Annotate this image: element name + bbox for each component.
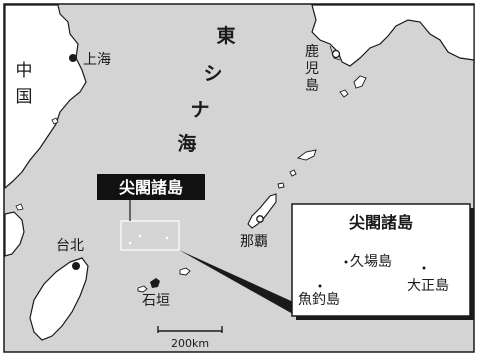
kubajima-label: 久場島: [350, 254, 392, 270]
shanghai-label: 上海: [83, 52, 111, 68]
inset-box: [291, 203, 471, 317]
senkaku-dot: [128, 241, 132, 245]
kagoshima-label-2: 児: [305, 61, 319, 77]
senkaku-dot: [138, 234, 142, 238]
taishojima-label: 大正島: [407, 278, 449, 294]
china-label-2: 国: [16, 87, 33, 107]
yakushima-island: [339, 89, 349, 98]
shanghai-marker: [69, 54, 77, 62]
kagoshima-marker: [331, 49, 341, 59]
ishigaki-island: [150, 278, 160, 288]
inset-title: 尖閣諸島: [349, 213, 413, 232]
scale-label: 200km: [171, 337, 209, 350]
kagoshima-label-3: 島: [305, 78, 319, 94]
east-china-sea-label-4: 海: [177, 132, 196, 155]
kagoshima-label-1: 鹿: [305, 43, 319, 60]
china-coastal-island: [15, 203, 24, 211]
okinawa-island: [247, 193, 277, 229]
senkaku-dot: [165, 236, 169, 240]
ishigaki-label: 石垣: [142, 293, 170, 309]
kyushu-island: [311, 4, 475, 67]
taishojima-dot: [422, 266, 426, 270]
inset-shadow: [296, 316, 474, 320]
senkaku-tag-label: 尖閣諸島: [119, 178, 183, 197]
miyako-island: [179, 267, 191, 276]
kubajima-dot: [344, 260, 348, 264]
china-south-coast: [4, 211, 25, 257]
uotsurijima-dot: [318, 284, 322, 288]
taipei-marker: [72, 262, 80, 270]
tokunoshima-island: [289, 169, 297, 177]
senkaku-area-box: [120, 220, 180, 251]
naha-label: 那覇: [240, 234, 268, 250]
okinoerabu-island: [277, 182, 285, 189]
east-china-sea-label-2: シ: [203, 63, 222, 85]
naha-marker: [256, 215, 264, 223]
taipei-label: 台北: [56, 238, 84, 254]
kagoshima-bay: [329, 45, 341, 61]
taiwan-island: [29, 257, 89, 341]
tanegashima-island: [353, 75, 367, 89]
senkaku-tag-bg: [97, 174, 205, 200]
china-mainland: [4, 4, 87, 190]
amami-island: [296, 149, 317, 161]
uotsurijima-label: 魚釣島: [298, 292, 340, 308]
china-label-1: 中: [16, 61, 33, 81]
callout-pointer: [179, 250, 300, 318]
east-china-sea-label-1: 東: [216, 24, 235, 47]
inset-shadow-side: [470, 208, 474, 320]
china-coastal-island: [51, 117, 59, 125]
east-china-sea-label-3: ナ: [190, 99, 209, 121]
iriomote-island: [137, 285, 148, 293]
